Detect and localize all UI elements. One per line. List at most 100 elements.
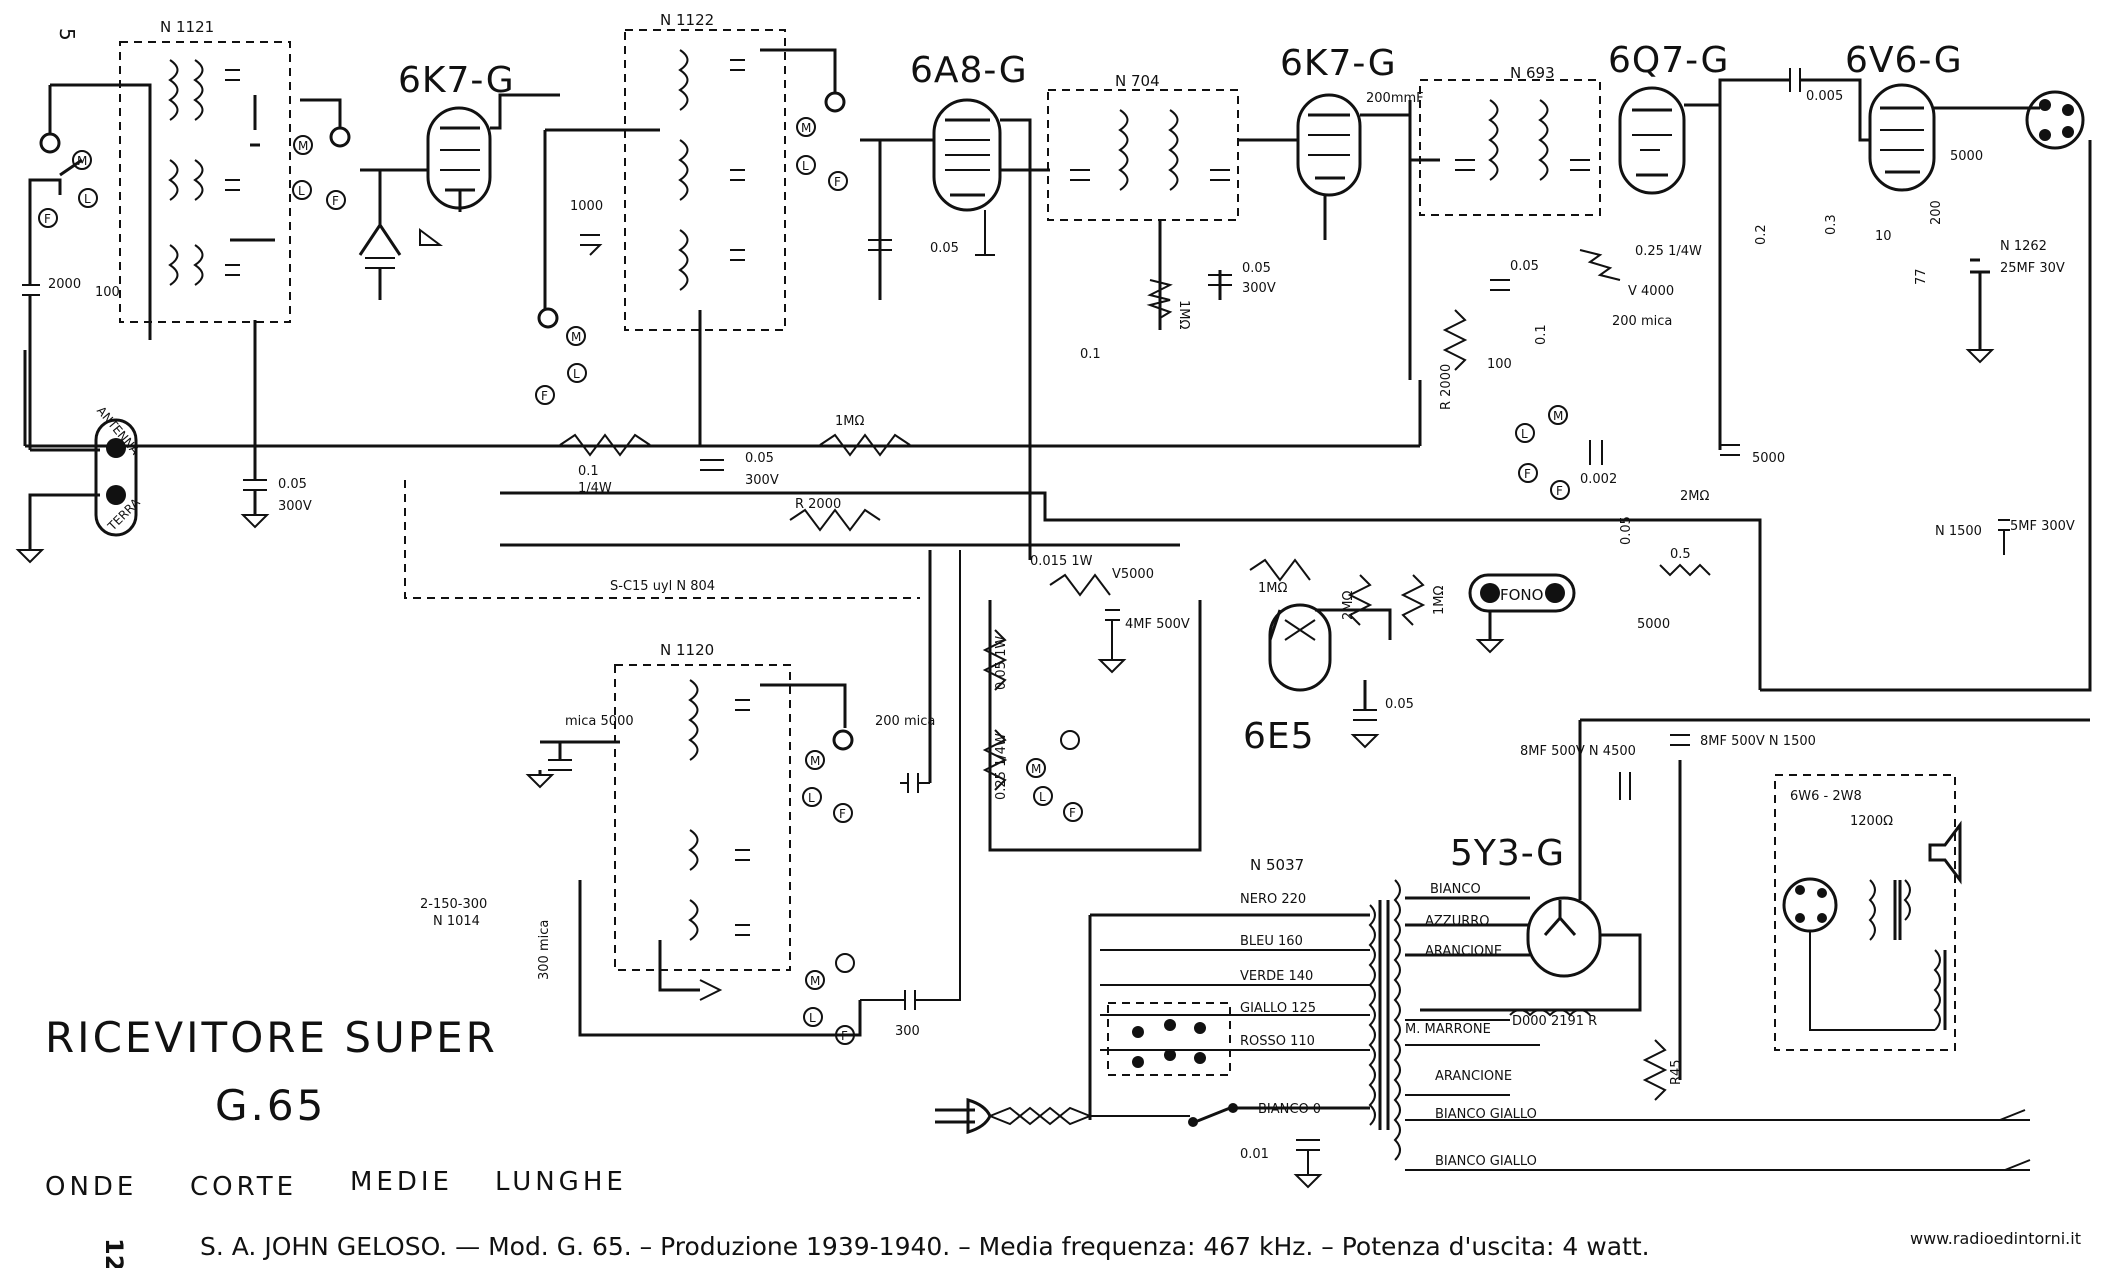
- band-onde: ONDE: [45, 1172, 137, 1202]
- speaker-socket[interactable]: [2025, 90, 2085, 150]
- label-n704: N 704: [1115, 72, 1160, 90]
- label-n1262: N 1262: [2000, 239, 2047, 254]
- switch-m-7: M: [810, 754, 820, 768]
- val-c01b: 0.1: [1534, 324, 1549, 345]
- coil-unit-n1122: N 1122 1000: [537, 11, 846, 445]
- label-n693: N 693: [1510, 64, 1555, 82]
- val-c100b: 100: [1487, 357, 1512, 372]
- website-credit: www.radioedintorni.it: [1910, 1229, 2081, 1248]
- mains-tap-4: GIALLO 125: [1240, 1001, 1316, 1016]
- tube-detector: 6Q7-G 0.25 1/4W V 4000 R 2000 200 mica 1…: [1439, 40, 1785, 632]
- corner-number: 5: [55, 28, 79, 41]
- tube-detector-label: 6Q7-G: [1608, 40, 1729, 81]
- switch-f-1: F: [44, 212, 51, 226]
- band-medie: MEDIE: [350, 1167, 453, 1197]
- switch-f-9: F: [841, 1029, 848, 1043]
- label-n1122: N 1122: [660, 11, 714, 29]
- val-c005d-v: 300V: [1242, 281, 1276, 296]
- sec-tap-6: BIANCO GIALLO: [1435, 1107, 1537, 1122]
- antenna-socket[interactable]: [94, 418, 138, 537]
- fono-label: FONO: [1500, 586, 1543, 604]
- val-c005g: 0.05: [1385, 697, 1414, 712]
- tube-converter-label: 6A8-G: [910, 50, 1028, 91]
- fono-socket[interactable]: FONO: [1468, 573, 1576, 654]
- mains-tap-3: VERDE 140: [1240, 969, 1313, 984]
- val-c5000: 5000: [1637, 617, 1670, 632]
- band-switch-5: M L F F: [1515, 405, 1570, 500]
- coil-unit-n1121: N 1121: [119, 18, 351, 345]
- val-r45: R45: [1669, 1059, 1684, 1085]
- tube-output: 6V6-G 0.005 5000 200 77 10 0.3 0.2 N 126…: [1754, 40, 2085, 555]
- val-c005a-v: 300V: [278, 499, 312, 514]
- val-r01-w: 1/4W: [578, 481, 612, 496]
- switch-f-5: F: [1524, 467, 1531, 481]
- val-c2000: 2000: [48, 277, 81, 292]
- val-r02: 0.2: [1754, 224, 1769, 245]
- val-c10: 10: [1875, 229, 1892, 244]
- title-line-2: G.65: [215, 1081, 326, 1130]
- switch-m-5: M: [1553, 409, 1563, 423]
- power-supply: N 5037 NERO 220 BLEU 160 VERDE 140 GIALL…: [935, 718, 2090, 1189]
- switch-l-8: L: [809, 1011, 816, 1025]
- val-r2000: R 2000: [795, 497, 841, 512]
- switch-l-1: L: [84, 192, 91, 206]
- val-r200: 200: [1929, 200, 1944, 225]
- val-c0002: 0.002: [1580, 472, 1617, 487]
- switch-l-3: L: [802, 159, 809, 173]
- band-corte: CORTE: [190, 1172, 297, 1202]
- val-c5000b: 5000: [1752, 451, 1785, 466]
- switch-m-2: M: [298, 139, 308, 153]
- val-c1000: 1000: [570, 199, 603, 214]
- label-n1500: N 1500: [1935, 524, 1982, 539]
- if-transformer-n704: N 704 1MΩ 0.05 300V 0.1: [1047, 72, 1276, 362]
- val-r03: 0.3: [1824, 214, 1839, 235]
- val-r77: 77: [1914, 268, 1929, 285]
- val-c005d: 0.05: [1242, 261, 1271, 276]
- val-c5mf: 5MF 300V: [2010, 519, 2075, 534]
- mains-tap-5: ROSSO 110: [1240, 1034, 1315, 1049]
- val-c200mica-b: 200 mica: [875, 714, 935, 729]
- label-n1120: N 1120: [660, 641, 714, 659]
- val-c4mf: 4MF 500V: [1125, 617, 1190, 632]
- page-number: 12: [100, 1238, 128, 1268]
- footer-caption: S. A. JOHN GELOSO. — Mod. G. 65. – Produ…: [200, 1232, 1650, 1261]
- val-c0005: 0.005: [1806, 89, 1843, 104]
- val-r5000: 5000: [1950, 149, 1983, 164]
- sec-tap-5: ARANCIONE: [1435, 1069, 1512, 1084]
- switch-l-7: L: [808, 791, 815, 805]
- tube-if: 6K7-G 200mmF: [1238, 43, 1424, 240]
- tube-rf: 6K7-G: [358, 60, 560, 300]
- label-n1014: N 1014: [433, 914, 480, 929]
- val-r025: 0.25 1/4W: [1635, 244, 1702, 259]
- sec-tap-3: ARANCIONE: [1425, 944, 1502, 959]
- sec-tap-1: BIANCO: [1430, 882, 1481, 897]
- val-c005b: 0.05: [745, 451, 774, 466]
- osc-section: 0.015 1W V5000 4MF 500V 0.05 1W 0.25 1/4…: [982, 554, 1202, 852]
- sec-tap-2: AZZURRO: [1425, 914, 1490, 929]
- switch-f-3: F: [834, 175, 841, 189]
- val-c200mmf: 200mmF: [1366, 91, 1424, 106]
- switch-f-4: F: [541, 389, 548, 403]
- mains-tap-2: BLEU 160: [1240, 934, 1303, 949]
- b-plus-rail: [23, 140, 2092, 692]
- if-transformer-n693: N 693 0.05: [1408, 64, 1601, 380]
- switch-f-8: F: [839, 807, 846, 821]
- switch-f-2: F: [332, 194, 339, 208]
- val-r1m-a: 1MΩ: [835, 414, 864, 429]
- mains-tap-1: NERO 220: [1240, 892, 1306, 907]
- label-n5037: N 5037: [1250, 856, 1304, 874]
- val-c8mf-a: 8MF 500V N 4500: [1520, 744, 1636, 759]
- switch-l-6: L: [1039, 790, 1046, 804]
- val-r0015: 0.015 1W: [1030, 554, 1093, 569]
- tube-converter: 6A8-G 0.05: [860, 50, 1050, 560]
- switch-f-7: F: [1069, 806, 1076, 820]
- title-block: RICEVITORE SUPER G.65 ONDE CORTE MEDIE L…: [45, 1013, 627, 1202]
- band-lunghe: LUNGHE: [495, 1167, 627, 1197]
- val-dl: D000 2191 R: [1512, 1014, 1597, 1029]
- switch-l-5: L: [1521, 427, 1528, 441]
- mid-bus: 0.05 300V 0.1 1/4W 0.05 300V R 2000 1MΩ …: [240, 345, 920, 599]
- voltage-selector[interactable]: [1107, 1002, 1231, 1076]
- band-switch-2: M L F M L F: [535, 117, 848, 405]
- val-c005f: 0.05: [1619, 516, 1634, 545]
